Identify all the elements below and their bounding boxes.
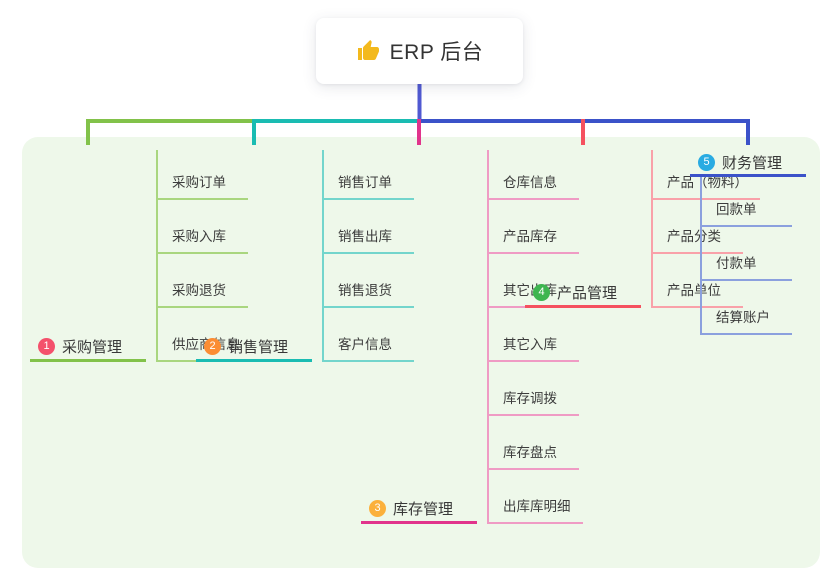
branch-销售管理: 2 销售管理 销售订单销售出库销售退货客户信息 [196, 150, 414, 362]
child-row: 客户信息 [324, 308, 414, 362]
child-node[interactable]: 产品分类 [653, 225, 743, 254]
branch-label: 库存管理 [393, 501, 454, 518]
child-node[interactable]: 采购退货 [158, 279, 248, 308]
child-node[interactable]: 库存盘点 [489, 441, 579, 470]
branch-children: 产品（物料） 产品分类产品单位 [651, 150, 760, 308]
child-row: 采购退货 [158, 254, 252, 308]
child-node[interactable]: 客户信息 [324, 333, 414, 362]
child-node[interactable]: 销售退货 [324, 279, 414, 308]
branch-number-badge: 2 [204, 338, 221, 355]
branch-产品管理: 4 产品管理 产品（物料） 产品分类产品单位 [525, 150, 760, 308]
child-row: 付款单 [702, 227, 792, 281]
child-row: 出库库明细 [489, 470, 583, 524]
child-row: 库存调拨 [489, 362, 583, 416]
child-row: 销售订单 [324, 150, 414, 200]
branch-label: 财务管理 [722, 154, 783, 172]
child-row: 销售出库 [324, 200, 414, 254]
branch-number-badge: 5 [698, 153, 715, 171]
child-row: 采购入库 [158, 200, 252, 254]
child-node[interactable]: 销售订单 [324, 171, 414, 200]
child-node[interactable]: 产品（物料） [653, 171, 760, 200]
thumbs-up-icon [356, 39, 380, 63]
child-row: 采购订单 [158, 150, 252, 200]
branch-number-badge: 1 [38, 338, 55, 355]
branch-财务管理: 5 财务管理回款单付款单结算账户 [690, 150, 839, 335]
child-node[interactable]: 产品单位 [653, 279, 743, 308]
child-row: 产品（物料） [653, 150, 760, 200]
branch-number-badge: 3 [369, 500, 386, 517]
branch-node-title[interactable]: 3 库存管理 [361, 497, 477, 524]
child-node[interactable]: 其它入库 [489, 333, 579, 362]
child-node[interactable]: 采购订单 [158, 171, 248, 200]
child-node[interactable]: 仓库信息 [489, 171, 579, 200]
child-node[interactable]: 产品库存 [489, 225, 579, 254]
child-row: 回款单 [702, 177, 792, 227]
child-node[interactable]: 付款单 [702, 252, 792, 281]
child-node[interactable]: 出库库明细 [489, 495, 583, 524]
branch-node-title[interactable]: 5 财务管理 [690, 150, 806, 177]
branch-children: 回款单付款单结算账户 [700, 177, 792, 335]
child-row: 库存盘点 [489, 416, 583, 470]
branch-node-title[interactable]: 1 采购管理 [30, 335, 146, 362]
child-node[interactable]: 回款单 [702, 198, 792, 227]
root-node-label: ERP 后台 [389, 41, 484, 64]
child-node[interactable]: 库存调拨 [489, 387, 579, 416]
child-row: 仓库信息 [489, 150, 583, 200]
branch-label: 采购管理 [62, 339, 123, 356]
branch-label: 销售管理 [228, 339, 289, 356]
child-row: 结算账户 [702, 281, 792, 335]
child-row: 产品单位 [653, 254, 760, 308]
child-node[interactable]: 结算账户 [702, 306, 792, 335]
child-node[interactable]: 销售出库 [324, 225, 414, 254]
branch-children: 销售订单销售出库销售退货客户信息 [322, 150, 414, 362]
branch-node-title[interactable]: 4 产品管理 [525, 281, 641, 308]
child-node[interactable]: 采购入库 [158, 225, 248, 254]
child-row: 产品分类 [653, 200, 760, 254]
root-node[interactable]: ERP 后台 [316, 18, 523, 84]
branch-node-title[interactable]: 2 销售管理 [196, 335, 312, 362]
branches-panel [22, 137, 820, 568]
child-row: 销售退货 [324, 254, 414, 308]
branch-number-badge: 4 [533, 284, 550, 301]
child-row: 产品库存 [489, 200, 583, 254]
branch-label: 产品管理 [557, 285, 618, 302]
child-row: 其它入库 [489, 308, 583, 362]
